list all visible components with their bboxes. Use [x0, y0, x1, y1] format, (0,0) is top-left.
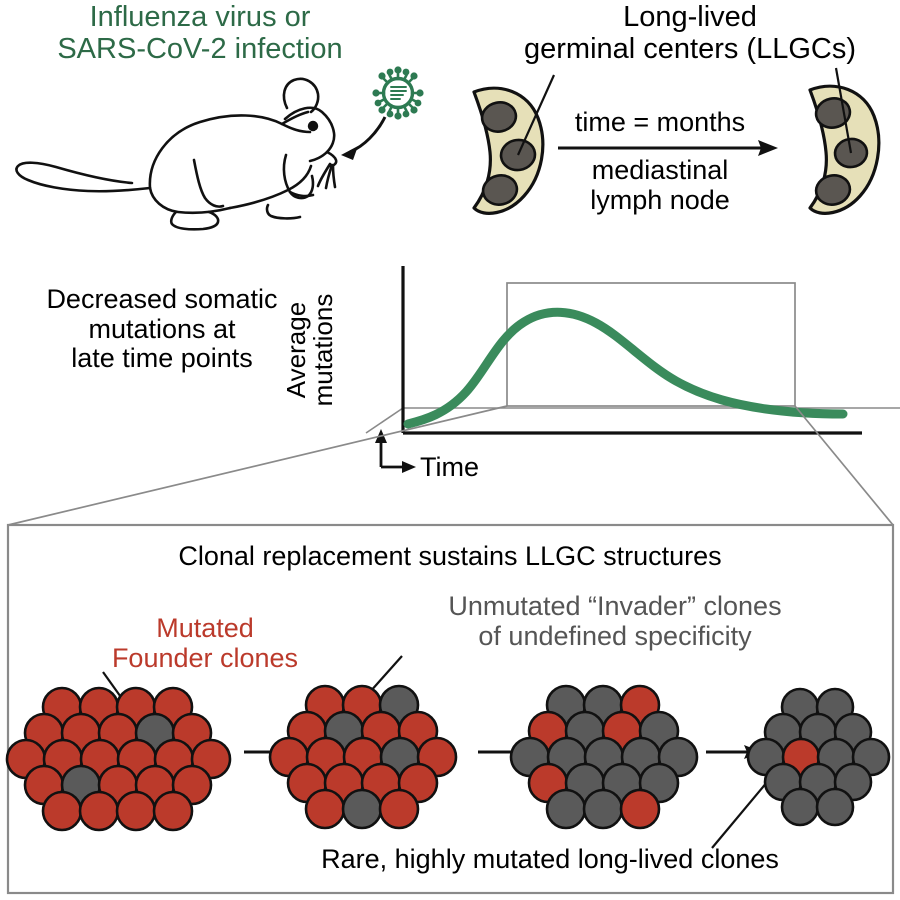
llgc-title-line2: germinal centers (LLGCs): [524, 32, 856, 65]
late-time-points-zoom-box: [506, 282, 796, 407]
invader-label-line2: of undefined specificity: [478, 620, 752, 651]
clone-cluster-stage-2: [268, 684, 458, 830]
coronavirus-icon: [372, 66, 424, 120]
clone-cluster-stage-4: [746, 687, 891, 827]
time-months-label: time = months: [574, 107, 746, 137]
clone-cluster-stage-1: [5, 686, 232, 832]
annotation-line2: mutations at: [88, 313, 236, 344]
bottom-panel-title: Clonal replacement sustains LLGC structu…: [178, 541, 722, 571]
invader-label-line1: Unmutated “Invader” clones: [448, 591, 782, 621]
llgc-pointer-line: [834, 67, 853, 154]
rare-clones-caption: Rare, highly mutated long-lived clones: [321, 844, 779, 874]
germinal-center: [814, 174, 852, 206]
llgc-title-line1: Long-lived: [623, 1, 757, 33]
infection-title-line2: SARS-CoV-2 infection: [57, 32, 343, 65]
bottom-panel-border: [6, 523, 895, 895]
germinal-center: [480, 101, 518, 133]
time-progression-arrow: [558, 140, 778, 156]
annotation-line3: late time points: [71, 343, 253, 374]
germinal-center: [481, 174, 519, 206]
llgc-pointer-line: [516, 74, 556, 156]
founder-label-line2: Founder clones: [111, 642, 299, 673]
clone-cluster-stage-3: [509, 684, 699, 830]
mutation-curve: [403, 307, 848, 429]
tissue-label-line1: mediastinal: [591, 155, 729, 185]
zoom-callout-lines: [7, 405, 894, 526]
lymph-node-late: [808, 67, 881, 215]
lymph-node-early: [472, 74, 556, 215]
mutation-chart: [365, 266, 900, 473]
chart-x-axis-label: Time: [420, 452, 479, 482]
mouse-icon: [15, 77, 338, 231]
curved-arrow-icon: [341, 116, 387, 160]
germinal-center: [814, 97, 852, 129]
founder-label-line1: Mutated: [156, 613, 254, 643]
annotation-line1: Decreased somatic: [46, 284, 278, 314]
tissue-label-line2: lymph node: [590, 184, 730, 215]
infection-title-line1: Influenza virus or: [89, 1, 311, 33]
